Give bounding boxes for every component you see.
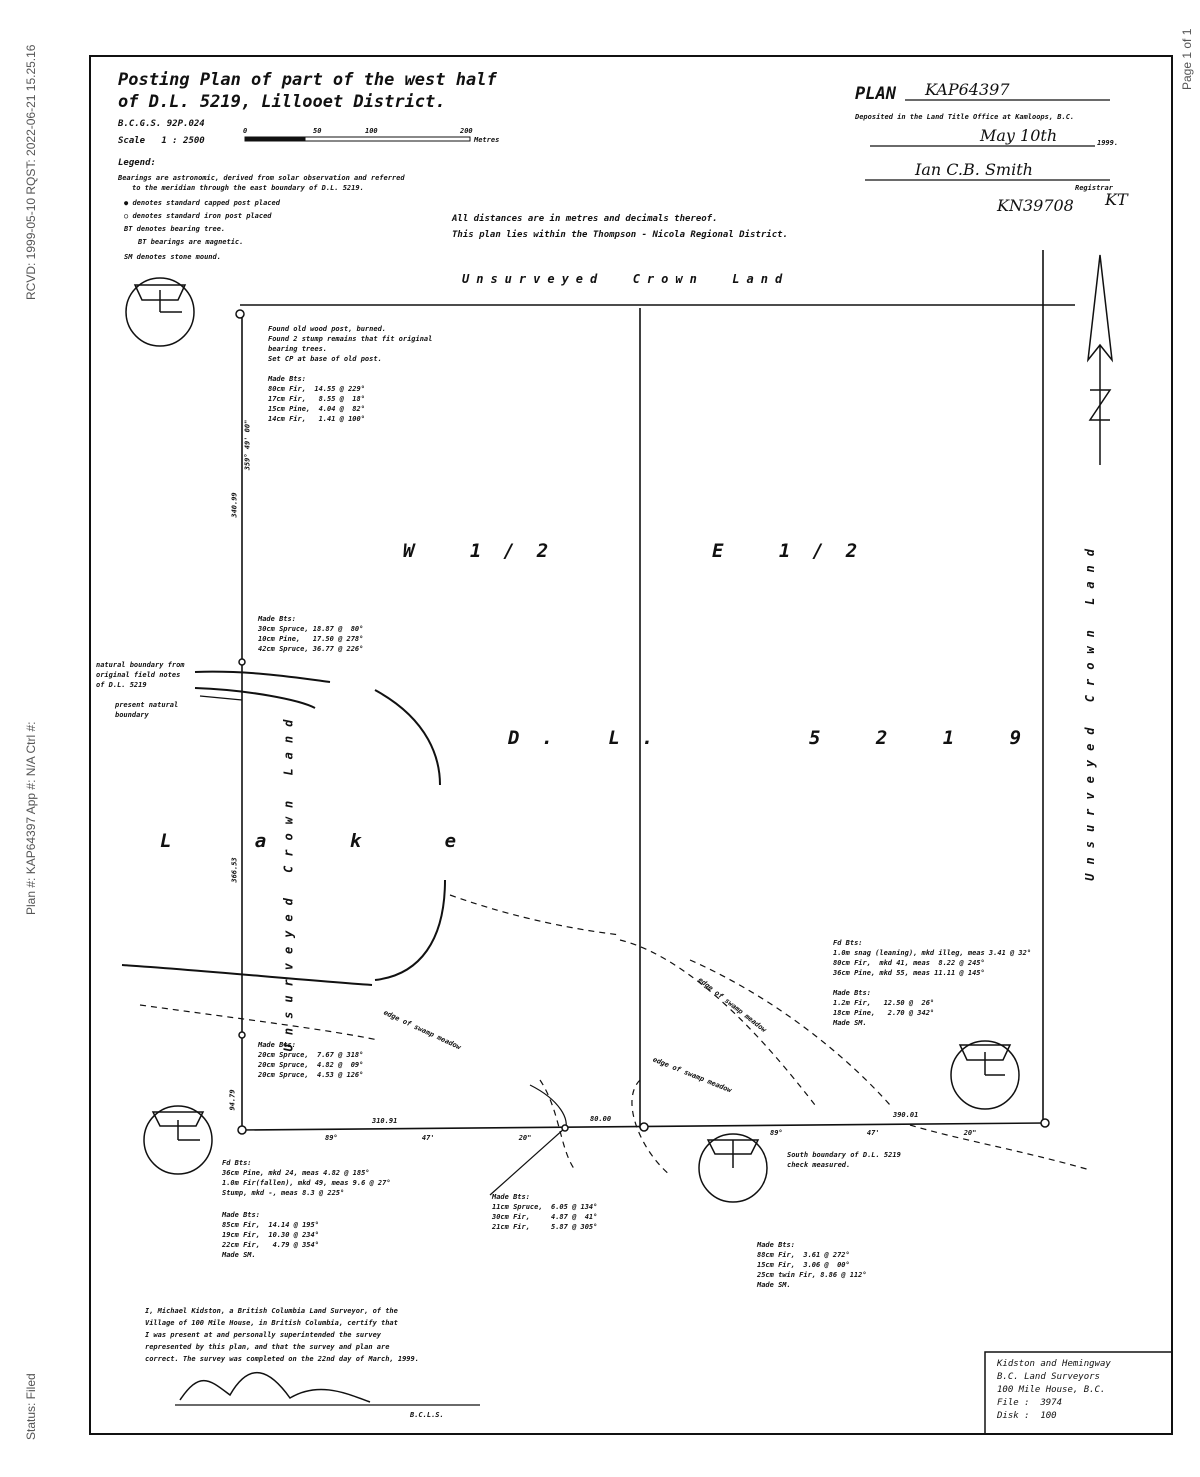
tie-notes-west-mid: Made Bts: 30cm Spruce, 18.87 @ 80° 10cm … (258, 615, 364, 653)
west-half-label: W 1/2 (403, 540, 571, 562)
district-note: This plan lies within the Thompson - Nic… (452, 230, 788, 240)
surveyor-signature (179, 1372, 371, 1403)
dimension-west-south: 366.53 (230, 857, 239, 883)
tie-notes-south-east: Made Bts: 88cm Fir, 3.61 @ 272° 15cm Fir… (757, 1241, 867, 1289)
deposit-statement: Deposited in the Land Title Office at Ka… (855, 113, 1075, 121)
scale-tick: 200 (460, 127, 473, 135)
index-diagrams (125, 277, 1020, 1203)
lake-shoreline (121, 670, 446, 986)
north-arrow-icon (1086, 254, 1114, 465)
west-crown-land-label: Unsurveyed Crown Land (281, 710, 296, 1052)
scale-label: Scale 1 : 2500 (118, 136, 205, 146)
dimension-south-east: 390.01 (893, 1111, 919, 1119)
deposit-year: 1999. (1097, 139, 1119, 147)
tie-notes-southwest-made: Made Bts: 85cm Fir, 14.14 @ 195° 19cm Fi… (222, 1211, 319, 1259)
scale-tick: 0 (243, 127, 248, 135)
tie-notes-southeast: Fd Bts: 1.0m snag (leaning), mkd illeg, … (833, 939, 1032, 1027)
legend-item: BT bearings are magnetic. (138, 238, 244, 246)
legend-bearings-2: to the meridian through the east boundar… (132, 184, 364, 192)
deposit-date: May 10th (980, 126, 1058, 145)
registrar-label: Registrar (1075, 184, 1113, 192)
legend-item: SM denotes stone mound. (124, 253, 221, 261)
bcgs-number: B.C.G.S. 92P.024 (118, 119, 205, 129)
firm-info: Kidston and Hemingway B.C. Land Surveyor… (997, 1359, 1111, 1421)
signature-lines (175, 99, 1173, 1435)
sheet-border (89, 55, 1173, 1435)
south-boundary-note: South boundary of D.L. 5219 check measur… (787, 1151, 901, 1169)
bearing-west: 359° 49' 00" (243, 419, 252, 471)
document-number: KN39708 (997, 196, 1074, 215)
lake-label: L a k e (160, 830, 493, 852)
clerk-initials: KT (1105, 190, 1128, 209)
plan-label: PLAN (855, 84, 896, 104)
district-lot-label: D. L. 5 2 1 9 (508, 727, 1044, 749)
legend-item: ○ denotes standard iron post placed (124, 212, 272, 220)
plan-number: KAP64397 (925, 80, 1010, 99)
legend-item: ● denotes standard capped post placed (124, 199, 280, 207)
bearing-south-west: 89° 47' 20" (325, 1134, 532, 1142)
bearing-south-east: 89° 47' 20" (770, 1129, 977, 1137)
dimension-west-north: 340.99 (230, 492, 239, 518)
tie-notes-west-low: Made Bts: 20cm Spruce, 7.67 @ 318° 20cm … (258, 1041, 364, 1079)
dimension-south-west: 310.91 (372, 1117, 398, 1125)
north-crown-land-label: Unsurveyed Crown Land (462, 272, 790, 286)
east-half-label: E 1/2 (712, 540, 880, 562)
east-crown-land-label: Unsurveyed Crown Land (1083, 540, 1097, 881)
scale-tick: 100 (365, 127, 378, 135)
survey-posts (235, 309, 1050, 1135)
present-boundary-note: present natural boundary (115, 701, 179, 719)
registrar-signature: Ian C.B. Smith (915, 160, 1033, 179)
tie-notes-southwest-found: Fd Bts: 36cm Pine, mkd 24, meas 4.82 @ 1… (222, 1159, 391, 1197)
swamp-edge-lines (139, 894, 1091, 1176)
tie-notes-south-mid: Made Bts: 11cm Spruce, 6.05 @ 134° 30cm … (492, 1193, 598, 1231)
distances-note: All distances are in metres and decimals… (452, 214, 718, 224)
plan-title-line2: of D.L. 5219, Lillooet District. (118, 92, 446, 112)
natural-boundary-note: natural boundary from original field not… (96, 661, 185, 689)
bcls-designation: B.C.L.S. (410, 1411, 444, 1419)
dimension-west-bottom: 94.79 (228, 1089, 237, 1111)
surveyor-certificate: I, Michael Kidston, a British Columbia L… (145, 1307, 419, 1363)
legend-item: BT denotes bearing tree. (124, 225, 226, 233)
legend-heading: Legend: (118, 158, 156, 168)
tie-notes-northwest: Found old wood post, burned. Found 2 stu… (268, 325, 433, 423)
dimension-south-mid: 80.00 (590, 1115, 612, 1123)
scale-bar (244, 136, 471, 142)
scale-tick: 50 (313, 127, 322, 135)
scale-units: Metres (474, 136, 500, 144)
legend-bearings: Bearings are astronomic, derived from so… (118, 174, 405, 182)
plan-title-line1: Posting Plan of part of the west half (118, 70, 497, 90)
